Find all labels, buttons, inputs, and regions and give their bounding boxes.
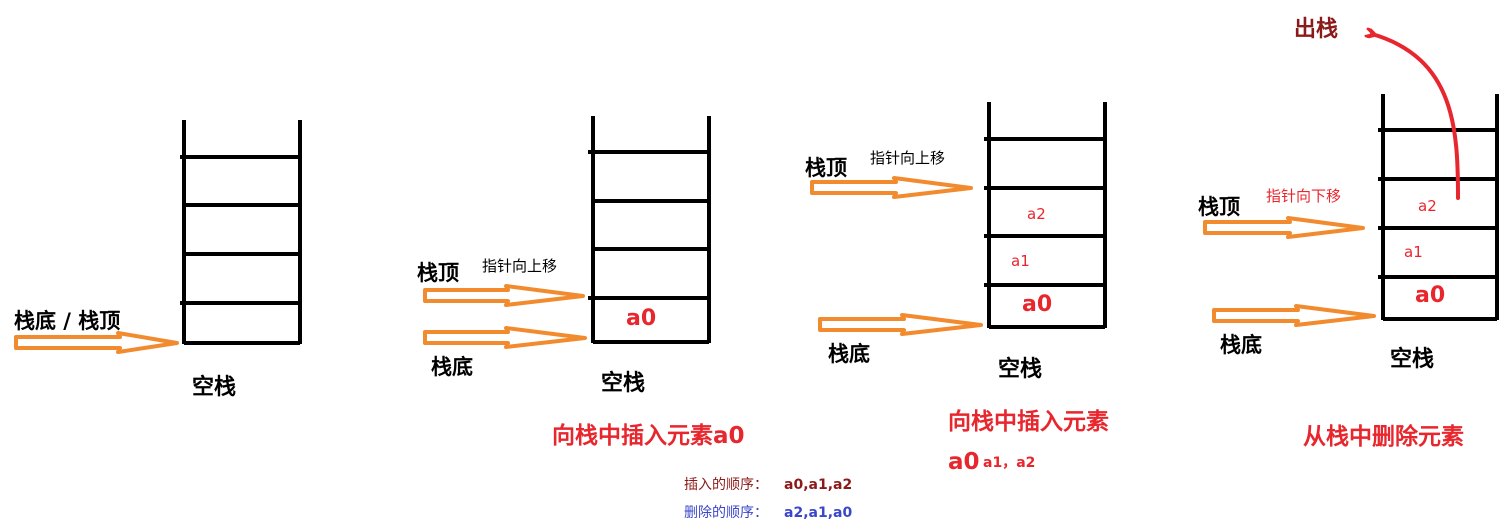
stage4-bottom-label: 栈底 — [1220, 333, 1262, 357]
stage3-top-label: 栈顶 — [805, 156, 847, 180]
stage3-cell-a2: a2 — [1027, 205, 1046, 223]
stage2-stack — [588, 116, 711, 344]
stage1-pointer-arrow — [14, 331, 179, 354]
stage3-cell-a1: a1 — [1011, 252, 1030, 270]
stage2-note: 指针向上移 — [482, 257, 557, 275]
stage2-top-arrow — [423, 284, 585, 307]
stage4-note: 指针向下移 — [1266, 187, 1341, 205]
stage4-caption: 空栈 — [1390, 346, 1434, 372]
pop-label: 出栈 — [1294, 17, 1338, 42]
stage2-bottom-arrow — [423, 326, 587, 349]
stage2-top-label: 栈顶 — [417, 261, 459, 285]
stage4-top-arrow — [1203, 216, 1365, 239]
insert-order-label: 插入的顺序： — [684, 477, 768, 493]
delete-order-value: a2,a1,a0 — [784, 505, 852, 521]
stage3-title: 向栈中插入元素 — [948, 408, 1109, 435]
stage2-bottom-label: 栈底 — [431, 355, 473, 379]
stage4-stack — [1378, 94, 1499, 321]
stage4-cell-a0: a0 — [1415, 283, 1445, 308]
stage2-cell-a0: a0 — [626, 306, 656, 331]
stage1-caption: 空栈 — [192, 374, 236, 400]
stage3-cell-a0: a0 — [1022, 292, 1052, 317]
delete-order-label: 删除的顺序： — [684, 505, 768, 521]
insert-order-value: a0,a1,a2 — [784, 477, 852, 493]
stage1-stack — [180, 120, 302, 345]
stage3-top-arrow — [810, 176, 973, 199]
stage2-caption: 空栈 — [601, 370, 645, 396]
stage3-caption: 空栈 — [998, 356, 1042, 382]
stage1-pointer-label: 栈底 / 栈顶 — [14, 309, 120, 333]
pop-arrow — [1372, 34, 1460, 200]
stage3-title-small: a1，a2 — [983, 455, 1035, 471]
stage4-top-label: 栈顶 — [1198, 195, 1240, 219]
stage4-cell-a2: a2 — [1418, 197, 1437, 215]
stage3-title-big: a0 — [948, 449, 980, 475]
stage3-bottom-label: 栈底 — [828, 342, 870, 366]
stage4-title: 从栈中删除元素 — [1303, 423, 1464, 450]
stage3-note: 指针向上移 — [870, 149, 945, 167]
stage4-cell-a1: a1 — [1404, 243, 1423, 261]
stage2-title: 向栈中插入元素a0 — [552, 422, 745, 449]
stage3-bottom-arrow — [818, 313, 983, 336]
stage4-bottom-arrow — [1212, 304, 1376, 327]
stage3-stack — [984, 102, 1107, 329]
